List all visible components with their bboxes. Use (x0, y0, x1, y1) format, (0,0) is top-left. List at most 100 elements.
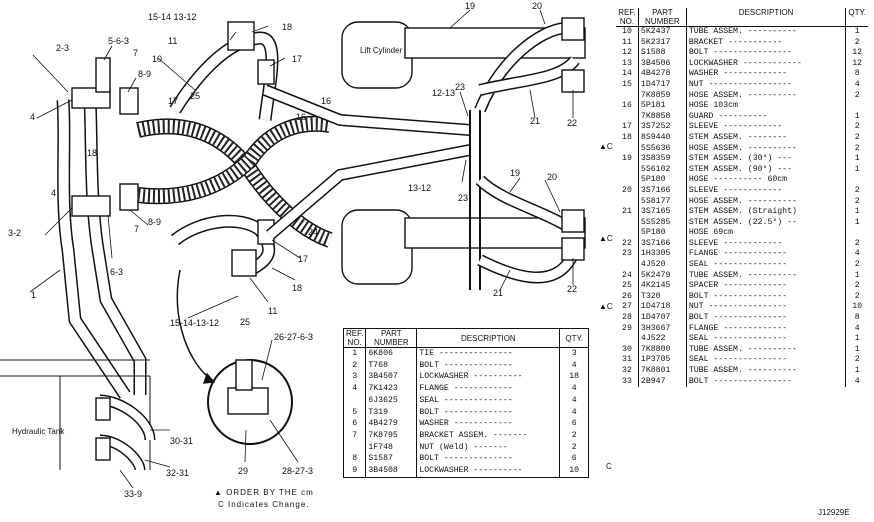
ref-cell: 28 (616, 313, 639, 324)
part-number-cell: 3S7166 (638, 238, 687, 250)
col-ref-no: REF. NO. (616, 8, 639, 27)
callout-30-31: 30-31 (170, 436, 193, 446)
qty-cell: 1 (854, 334, 860, 344)
qty-cell: 10 (852, 302, 863, 312)
description-cell: SEAL --------------- (686, 355, 847, 366)
ref-cell (616, 334, 639, 345)
part-number-cell: 3S8359 (638, 154, 687, 165)
ref-cell: 2 (343, 359, 367, 372)
description-cell: TUBE ASSEM. ---------- (686, 26, 847, 38)
qty-cell: 4 (571, 360, 577, 370)
ref-cell: 5 (343, 406, 367, 419)
ref-cell: 20 (616, 185, 639, 197)
qty-cell: 2 (854, 355, 860, 365)
callout-22-top: 22 (567, 118, 577, 128)
change-marker-21: ▲C (599, 302, 613, 311)
callout-32-31: 32-31 (166, 468, 189, 478)
part-number-cell: 1D4707 (638, 313, 687, 324)
col-part-number: PART NUMBER (365, 328, 418, 348)
qty-cell: 4 (854, 79, 860, 89)
callout-15-14-13-12-top: 15-14 13-12 (148, 12, 197, 22)
ref-cell (343, 394, 367, 407)
qty-cell: 12 (852, 48, 863, 58)
hydraulic-tank-label: Hydraulic Tank (12, 427, 65, 436)
part-number-cell: 3S7165 (638, 207, 687, 218)
callout-4-top: 4 (30, 112, 35, 122)
qty-cell: 4 (571, 384, 577, 394)
part-number-cell: 7K8795 (365, 429, 418, 442)
callout-23-top: 23 (455, 82, 465, 92)
col-part-number: PART NUMBER (638, 8, 687, 27)
part-number-cell: 5P181 (638, 101, 687, 112)
qty-cell: 4 (854, 376, 860, 386)
callout-26-27-6-3: 26-27-6-3 (274, 332, 313, 342)
description-cell: NUT (Weld) ------- (416, 441, 561, 454)
callout-16-b: 16 (296, 112, 306, 122)
description-cell: LOCKWASHER ---------- (416, 371, 561, 384)
ref-cell (616, 196, 639, 208)
ref-cell (616, 164, 639, 176)
ref-cell (343, 441, 367, 454)
description-cell: TUBE ASSEM. ---------- (686, 344, 847, 356)
ref-cell: 7 (343, 429, 367, 442)
table-header-row: REF. NO. PART NUMBER DESCRIPTION QTY. (343, 328, 589, 348)
callout-18-left: 18 (87, 148, 97, 158)
callout-21-bottom: 21 (493, 288, 503, 298)
qty-cell: 6 (571, 419, 577, 429)
description-cell: BOLT -------------- (416, 359, 561, 372)
change-marker-19: ▲C (599, 234, 613, 243)
callout-28-27-3: 28-27-3 (282, 466, 313, 476)
callout-17-top: 17 (292, 54, 302, 64)
description-cell: TUBE ASSEM. ---------- (686, 366, 847, 377)
description-cell: SLEEVE ------------ (686, 238, 847, 250)
callout-15-14-13-12-bottom: 15-14-13-12 (170, 318, 219, 328)
parts-table-right: REF. NO. PART NUMBER DESCRIPTION QTY. 10… (616, 8, 868, 388)
part-number-cell: T319 (365, 406, 418, 419)
callout-10: 10 (152, 54, 162, 64)
qty-cell: 2 (854, 37, 860, 47)
description-cell: GUARD ---------- (686, 111, 847, 123)
order-note: ▲ ORDER BY THE cm (214, 488, 314, 497)
change-note: C Indicates Change. (218, 500, 310, 509)
table-row: 1F748 NUT (Weld) -------2 (343, 441, 589, 454)
ref-cell (616, 143, 639, 155)
callout-19-top: 19 (465, 1, 475, 11)
description-cell: BOLT -------------- (416, 406, 561, 419)
qty-cell: 4 (854, 249, 860, 259)
callout-3-2: 3-2 (8, 228, 21, 238)
callout-20-top: 20 (532, 1, 542, 11)
triangle-icon: ▲ (214, 488, 223, 497)
qty-cell: 2 (854, 238, 860, 248)
qty-cell (846, 175, 868, 186)
part-number-cell: 7K1423 (365, 383, 418, 395)
ref-cell (616, 90, 639, 102)
qty-cell: 2 (854, 185, 860, 195)
part-number-cell: 4J522 (638, 334, 687, 345)
qty-cell (846, 228, 868, 239)
ref-cell: 19 (616, 154, 639, 165)
description-cell: SLEEVE ------------ (686, 122, 847, 133)
callout-23-bottom: 23 (458, 193, 468, 203)
ref-cell (616, 111, 639, 123)
qty-cell: 2 (854, 132, 860, 142)
figure-id: J12929E (818, 508, 850, 517)
ref-cell: 15 (616, 79, 639, 91)
